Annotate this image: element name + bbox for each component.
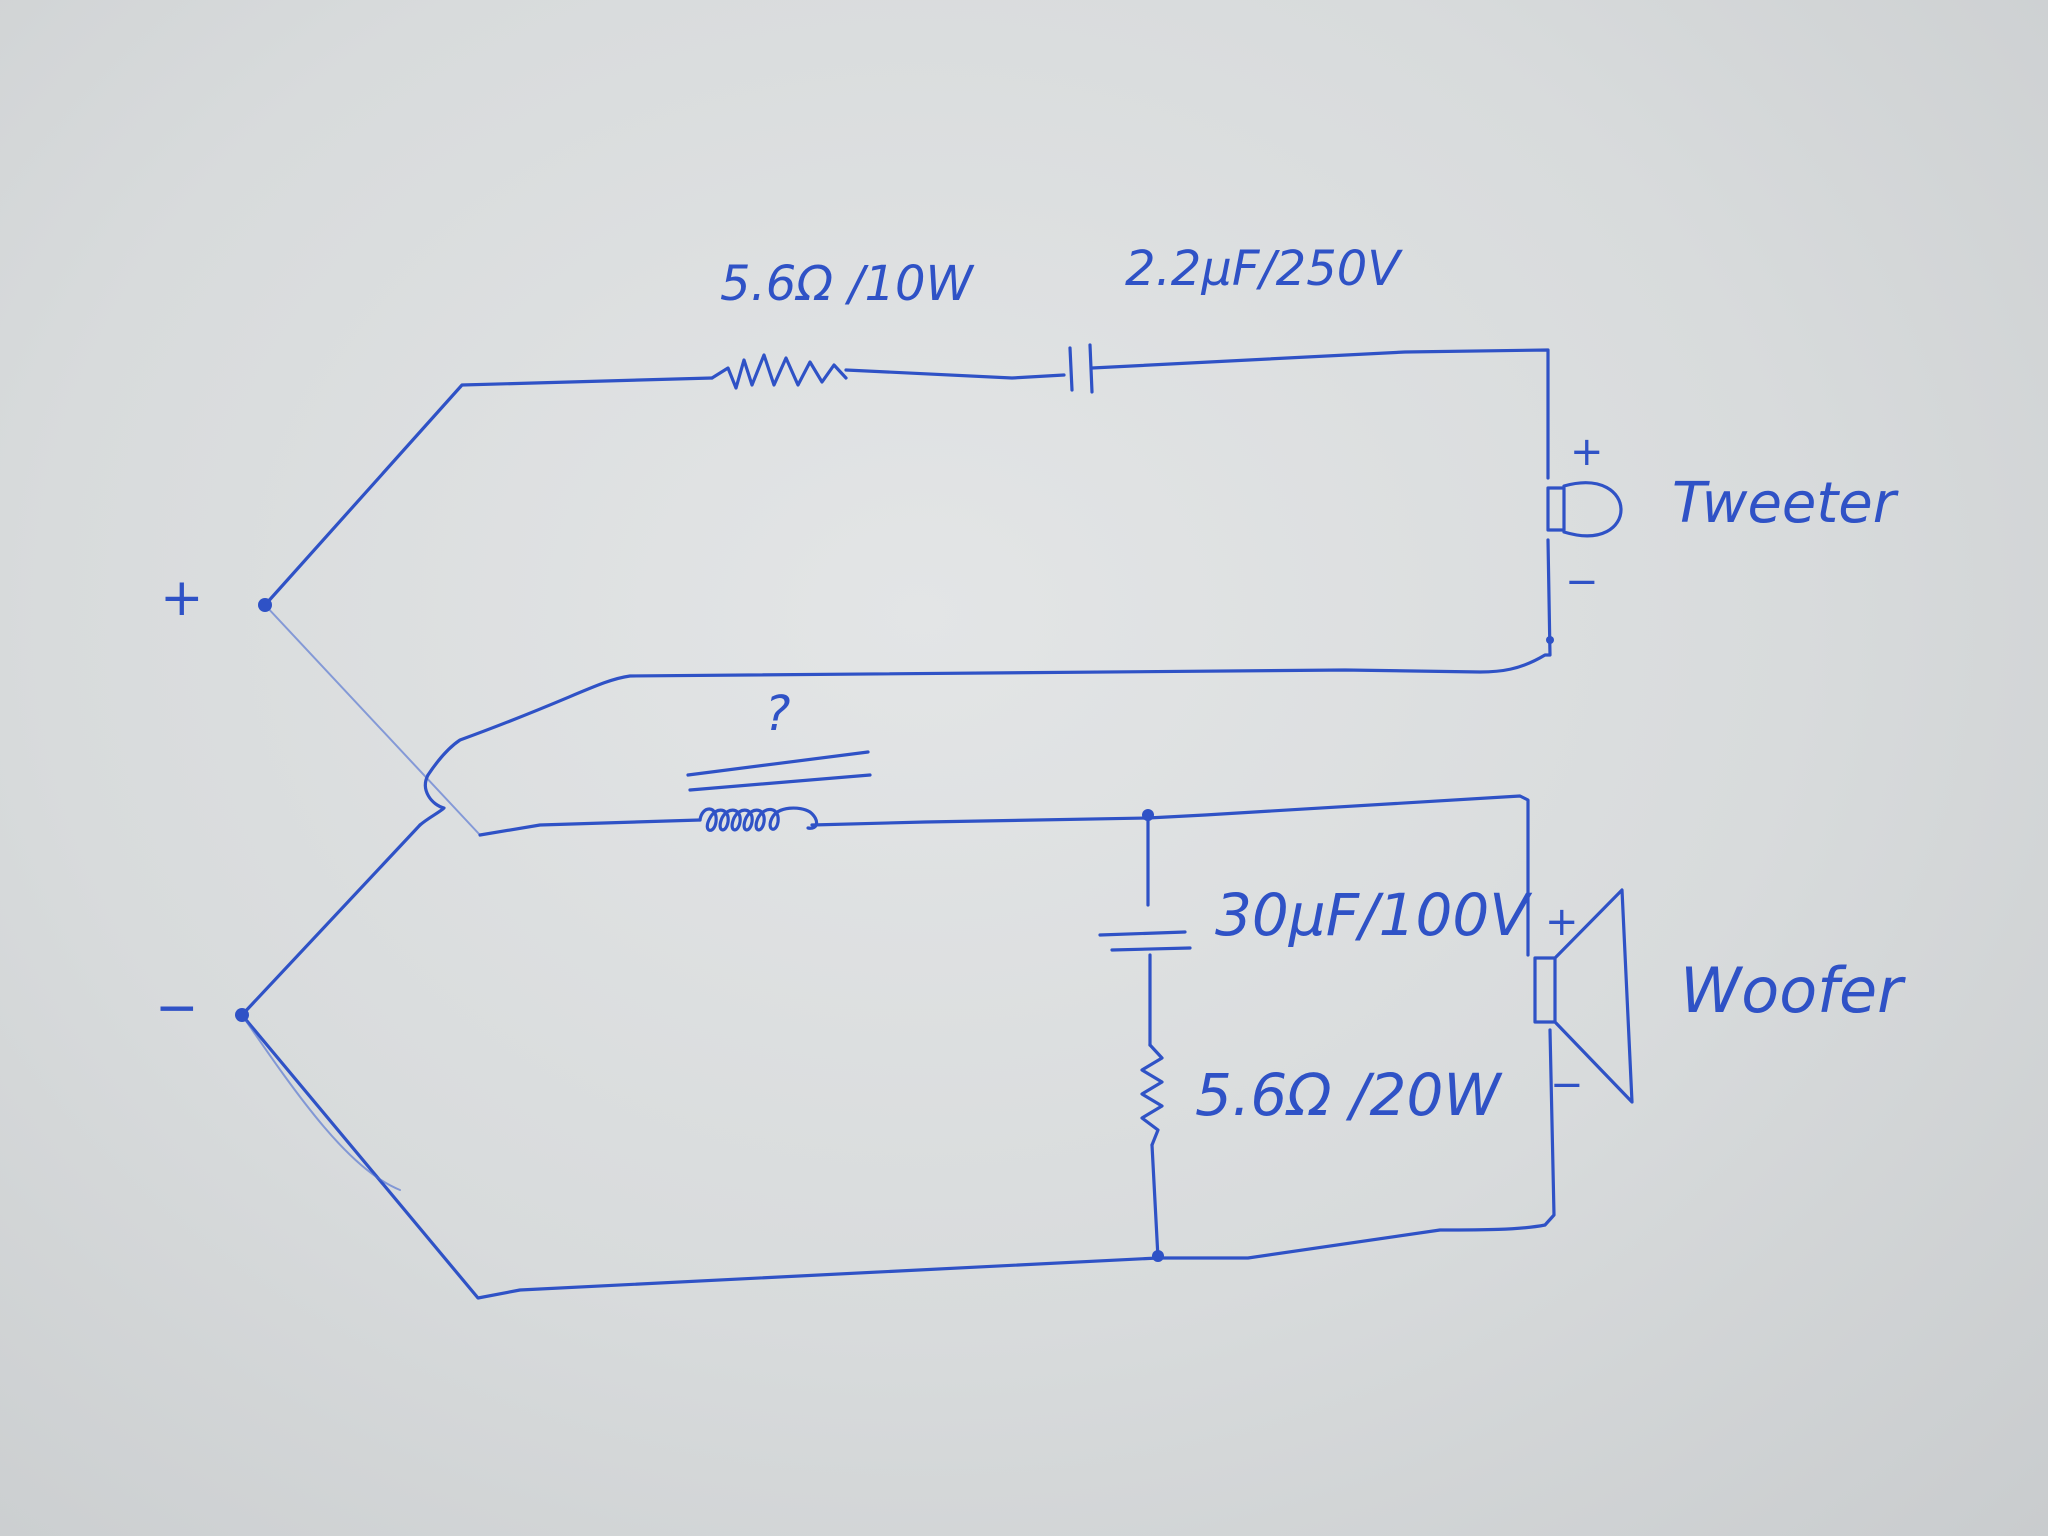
tweeter-return-node [1546,636,1554,644]
c1-label: 2.2μF/250V [1125,241,1403,297]
inductor-core-lines [686,750,872,792]
r1-label: 5.6Ω /10W [720,256,975,312]
resistor-r1-symbol [710,353,848,390]
input-minus-terminal [235,1008,249,1022]
input-minus-label: − [155,978,199,1038]
inductor-symbol [698,806,819,832]
tweeter-minus-label: − [1565,559,1599,605]
wire-c1-to-tweeter [1090,348,1550,480]
tweeter-plus-label: + [1570,429,1604,475]
inductor-label: ? [765,686,790,742]
c2-label: 30μF/100V [1215,881,1533,949]
wire-crossover-bump [418,773,446,827]
wire-to-inductor [478,818,702,837]
tweeter-label: Tweeter [1672,471,1899,536]
woofer-label: Woofer [1680,954,1906,1027]
resistor-r2-symbol [1140,1043,1164,1147]
woofer-plus-label: + [1545,899,1579,945]
wire-minus-to-bump [240,823,422,1017]
wire-inductor-to-woofer [810,794,1530,957]
wire-tweeter-return [426,538,1552,777]
wire-woofer-return [240,1013,1556,1300]
wire-plus-to-top [263,376,714,607]
wire-r1-to-c1 [844,368,1066,380]
wire-plus-diagonal [264,604,481,836]
input-plus-terminal [258,598,272,612]
woofer-minus-label: − [1550,1062,1584,1108]
tweeter-symbol [1546,481,1623,538]
input-plus-label: + [160,568,204,628]
wire-minus-loop [241,1014,401,1191]
woofer-symbol [1533,888,1634,1104]
wire-r2-to-bottom [1150,1143,1160,1260]
r2-label: 5.6Ω /20W [1195,1061,1503,1129]
capacitor-c1-symbol [1068,343,1094,394]
node-bottom-shunt [1152,1250,1164,1262]
capacitor-c2-symbol [1098,930,1192,952]
